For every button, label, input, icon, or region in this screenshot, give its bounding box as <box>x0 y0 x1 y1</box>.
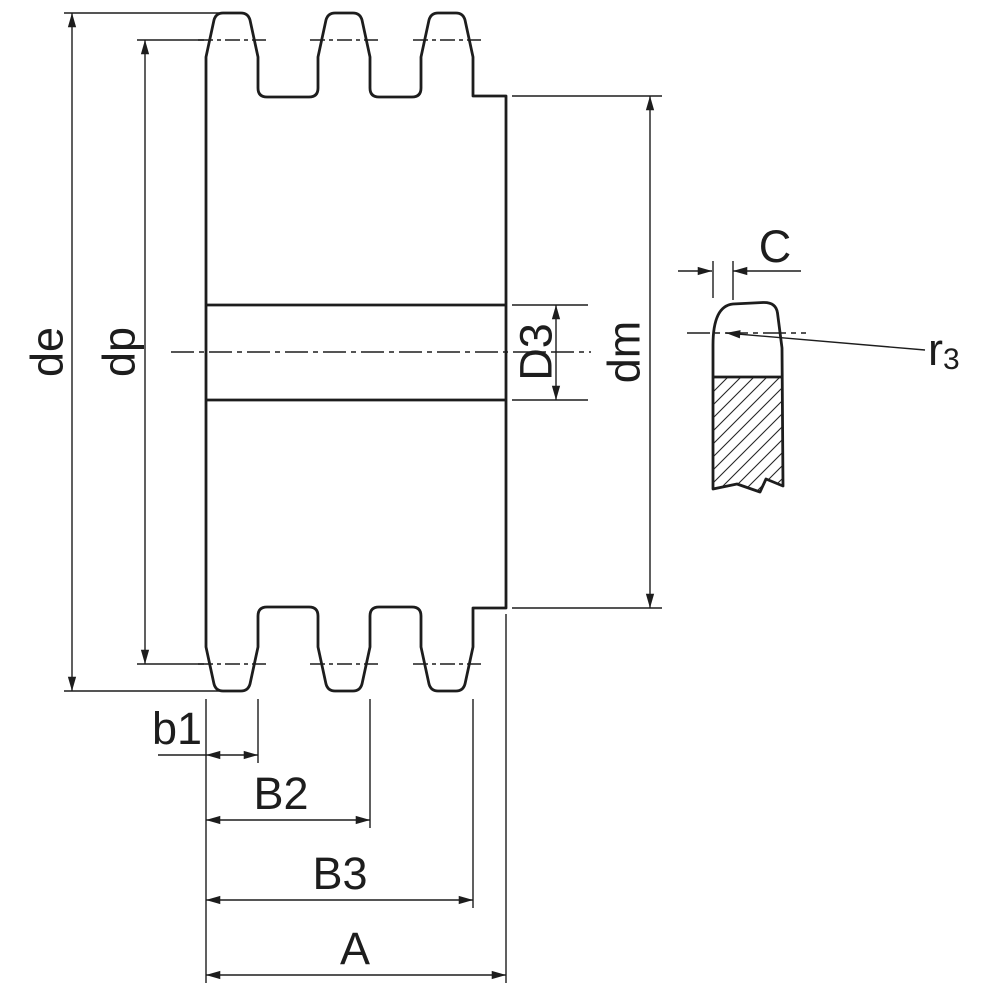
label-a: A <box>340 923 370 974</box>
label-r3-subscript: 3 <box>943 343 960 376</box>
label-c: C <box>759 221 792 272</box>
label-b3: B3 <box>312 848 367 899</box>
label-b2: B2 <box>253 768 308 819</box>
label-de: de <box>22 327 73 377</box>
label-d3: D3 <box>511 323 562 381</box>
label-dp: dp <box>94 327 145 377</box>
vertical-dimensions: de dp D3 dm <box>22 12 662 692</box>
label-b1: b1 <box>152 703 202 754</box>
detail-hatch-area <box>713 377 783 492</box>
sprocket-body-section <box>204 11 508 693</box>
detail-view: C r3 <box>678 221 960 494</box>
main-view <box>171 11 591 693</box>
label-r3-base: r <box>928 324 943 375</box>
leader-line-r3 <box>725 330 926 351</box>
centerlines <box>171 39 591 665</box>
label-dm: dm <box>599 321 650 384</box>
label-r3: r3 <box>928 324 960 376</box>
horizontal-dimensions: b1 B2 B3 A <box>152 614 507 983</box>
tooth-profile <box>711 301 785 494</box>
